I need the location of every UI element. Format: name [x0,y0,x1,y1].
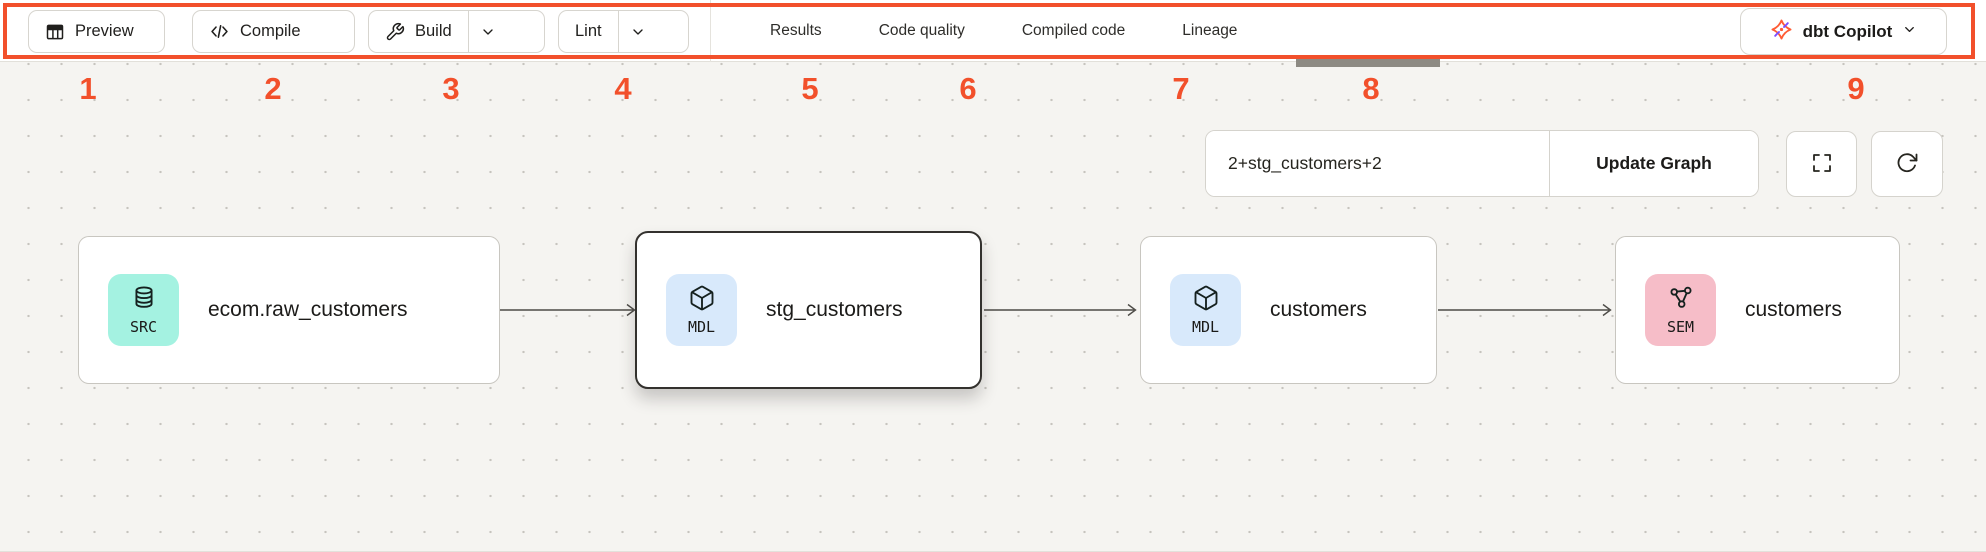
annotation-number-4: 4 [614,71,632,106]
panel-tabs: Results Code quality Compiled code Linea… [770,0,1237,62]
node-type-badge-model: MDL [1170,274,1241,346]
tab-code-quality[interactable]: Code quality [878,22,965,39]
build-dropdown-toggle[interactable] [467,11,508,52]
lineage-node-customers-semantic[interactable]: SEM customers [1615,236,1900,384]
edge-arrow [500,303,636,317]
node-label: ecom.raw_customers [208,298,408,321]
annotation-number-9: 9 [1847,71,1865,106]
lineage-selector-input[interactable] [1206,131,1549,196]
chevron-down-icon [480,24,496,40]
database-icon [130,284,158,317]
node-type-badge-semantic: SEM [1645,274,1716,346]
annotation-number-5: 5 [801,71,819,106]
compile-button-label: Compile [240,22,301,40]
cube-icon [1192,284,1220,317]
edge-arrow [1438,303,1612,317]
lineage-selector-group: Update Graph [1205,130,1759,197]
edge-arrow [984,303,1137,317]
lineage-node-stg-customers[interactable]: MDL stg_customers [635,231,982,389]
dbt-copilot-label: dbt Copilot [1802,21,1893,41]
lint-dropdown-toggle[interactable] [617,11,658,52]
preview-button[interactable]: Preview [28,10,165,53]
node-label: customers [1270,298,1367,321]
node-type-badge-model: MDL [666,274,737,346]
dbt-logo-icon [1770,18,1793,46]
semantic-model-icon [1667,284,1695,317]
annotation-number-3: 3 [442,71,460,106]
chevron-down-icon [1902,22,1917,42]
build-split-button: Build [368,10,545,53]
wrench-icon [385,22,405,42]
fullscreen-button[interactable] [1786,131,1857,197]
tab-compiled-code[interactable]: Compiled code [1021,22,1126,39]
lint-button[interactable]: Lint [559,11,618,52]
node-label: stg_customers [766,298,903,321]
annotation-number-6: 6 [959,71,977,106]
compile-button[interactable]: Compile [192,10,355,53]
update-graph-button[interactable]: Update Graph [1549,131,1758,196]
annotation-number-7: 7 [1172,71,1190,106]
cube-icon [688,284,716,317]
badge-label: SEM [1666,318,1695,336]
preview-button-main: Preview [29,11,150,52]
tab-lineage[interactable]: Lineage [1182,22,1238,39]
annotation-number-8: 8 [1362,71,1380,106]
toolbar: Preview Compile [0,0,1986,62]
lint-button-label: Lint [575,22,602,40]
lineage-node-customers-model[interactable]: MDL customers [1140,236,1437,384]
tab-results[interactable]: Results [770,22,822,39]
chevron-down-icon [630,24,646,40]
build-button-label: Build [415,22,452,40]
compile-button-main: Compile [193,11,317,52]
code-icon [209,21,230,42]
table-icon [45,22,65,42]
annotation-number-1: 1 [79,71,97,106]
lineage-node-source[interactable]: SRC ecom.raw_customers [78,236,500,384]
refresh-button[interactable] [1871,131,1943,197]
build-button[interactable]: Build [369,11,468,52]
node-type-badge-source: SRC [108,274,179,346]
active-tab-indicator [1296,59,1440,67]
annotation-number-2: 2 [264,71,282,106]
preview-button-label: Preview [75,22,134,40]
dbt-copilot-button[interactable]: dbt Copilot [1740,8,1947,55]
badge-label: MDL [687,318,716,336]
badge-label: SRC [129,318,158,336]
refresh-icon [1895,151,1919,178]
toolbar-divider [710,0,711,62]
node-label: customers [1745,298,1842,321]
lint-split-button: Lint [558,10,689,53]
fullscreen-icon [1810,151,1834,178]
badge-label: MDL [1191,318,1220,336]
